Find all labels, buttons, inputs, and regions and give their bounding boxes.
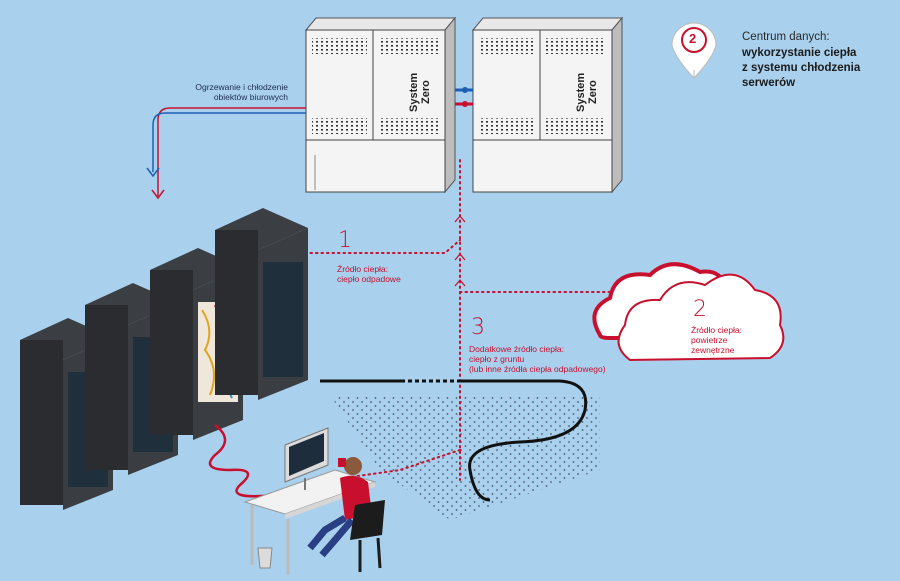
source-2-line-3: zewnętrzne bbox=[691, 345, 735, 355]
waste-bin bbox=[257, 547, 273, 569]
server-racks bbox=[20, 208, 308, 510]
source-3-line-2: ciepło z gruntu bbox=[469, 354, 525, 364]
flow-arrowheads bbox=[454, 215, 466, 287]
callout-bold-line-3: serwerów bbox=[742, 77, 796, 89]
server-rack-4 bbox=[215, 208, 308, 400]
source-3-number: 3 bbox=[471, 315, 485, 340]
ground-area bbox=[330, 395, 600, 520]
source-2-number: 2 bbox=[693, 297, 707, 322]
system-zero-unit-2 bbox=[471, 16, 624, 194]
source-3-line-1: Dodatkowe źródło ciepła: bbox=[469, 344, 564, 354]
unit-2-label-system: System bbox=[575, 72, 587, 112]
office-label-line-2: obiektów biurowych bbox=[213, 92, 288, 102]
source-1-line-2: ciepło odpadowe bbox=[337, 274, 401, 284]
mug bbox=[338, 458, 346, 467]
ground-loop-pipe bbox=[320, 379, 588, 502]
outdoor-air-clouds bbox=[592, 262, 785, 362]
source-3-line-3: (lub inne źródła ciepła odpadowego) bbox=[469, 364, 606, 374]
office-label-line-1: Ogrzewanie i chłodzenie bbox=[195, 82, 288, 92]
source-2-line-1: Źródło ciepła: bbox=[691, 325, 743, 335]
unit-1-label-system: System bbox=[408, 72, 420, 112]
workstation-cable bbox=[208, 424, 276, 498]
callout-badge-number: 2 bbox=[689, 31, 697, 46]
workstation bbox=[243, 427, 385, 575]
monitor bbox=[284, 427, 329, 490]
unit-connector-pipes bbox=[455, 87, 473, 107]
unit-2-label-zero: Zero bbox=[587, 80, 599, 104]
unit-1-label-zero: Zero bbox=[420, 80, 432, 104]
source-1-line-1: Źródło ciepła: bbox=[337, 264, 389, 274]
source-2-line-2: powietrze bbox=[691, 335, 728, 345]
system-zero-unit-1 bbox=[304, 16, 457, 194]
callout-bold-line-2: z systemu chłodzenia bbox=[742, 62, 861, 74]
source-1-number: 1 bbox=[338, 228, 352, 253]
map-pin-icon bbox=[671, 22, 717, 80]
callout-bold-line-1: wykorzystanie ciepła bbox=[742, 47, 857, 59]
callout-title: Centrum danych: bbox=[742, 31, 830, 43]
office-chair bbox=[350, 500, 385, 572]
office-heating-pipes bbox=[146, 107, 306, 200]
